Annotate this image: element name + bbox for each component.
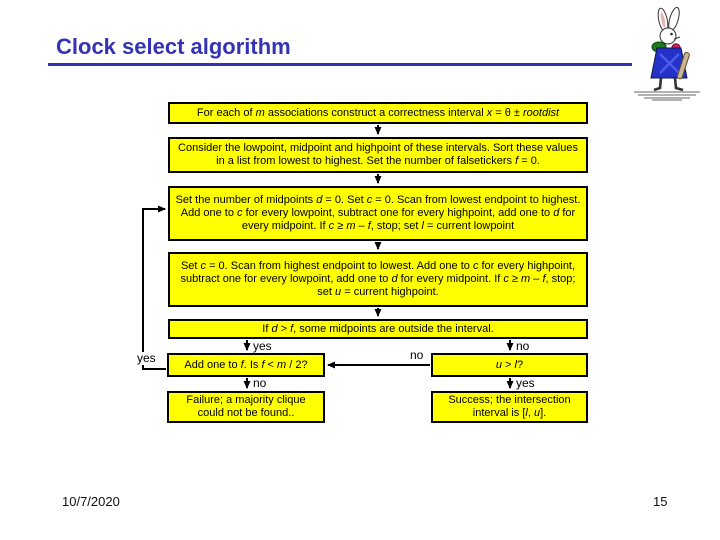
flow-box-success: Success; the intersection interval is [l… xyxy=(431,391,588,423)
label-yes-loop: yes xyxy=(136,351,157,365)
flow-box-scan-lowest: Set the number of midpoints d = 0. Set c… xyxy=(168,186,588,241)
label-yes-to-success: yes xyxy=(515,376,536,390)
label-no-midcheck: no xyxy=(515,339,531,353)
flow-box-scan-highest: Set c = 0. Scan from highest endpoint to… xyxy=(168,252,588,307)
arrow-addf-yes-loop xyxy=(142,205,166,370)
white-rabbit-icon xyxy=(634,6,700,101)
slide-number: 15 xyxy=(653,494,668,509)
title-underline xyxy=(48,63,632,66)
flow-box-failure: Failure; a majority clique could not be … xyxy=(167,391,325,423)
flow-box-add-falseticker: Add one to f. Is f < m / 2? xyxy=(167,353,325,377)
flow-box-sort-values: Consider the lowpoint, midpoint and high… xyxy=(168,137,588,173)
slide-date: 10/7/2020 xyxy=(62,494,120,509)
label-no-to-failure: no xyxy=(252,376,268,390)
label-no-horizontal: no xyxy=(409,348,425,362)
page-title: Clock select algorithm xyxy=(56,34,291,59)
flow-box-u-greater-l: u > l? xyxy=(431,353,588,377)
label-yes-midcheck: yes xyxy=(252,339,273,353)
flow-box-midpoint-check: If d > f, some midpoints are outside the… xyxy=(168,319,588,339)
flow-box-construct-intervals: For each of m associations construct a c… xyxy=(168,102,588,124)
